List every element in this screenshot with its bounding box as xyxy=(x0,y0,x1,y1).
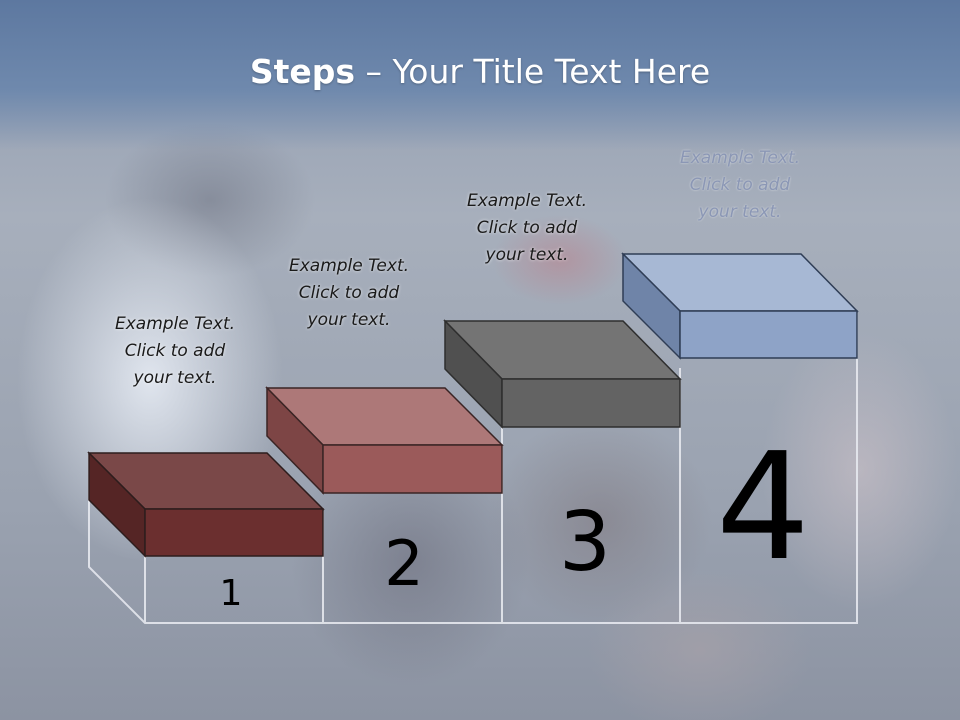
step-2-line-1: Example Text. xyxy=(288,256,410,276)
step-3-line-3: your text. xyxy=(485,245,569,265)
step-2-block[interactable] xyxy=(265,386,504,495)
step-1-line-3: your text. xyxy=(133,368,217,388)
step-4-line-1: Example Text. xyxy=(679,148,801,168)
step-4-text[interactable]: Example Text. Click to add your text. xyxy=(650,145,830,226)
title-bold: Steps xyxy=(249,52,356,91)
step-1-line-2: Click to add xyxy=(124,341,226,361)
step-2-line-3: your text. xyxy=(307,310,391,330)
title-band xyxy=(0,0,960,150)
step-2-line-2: Click to add xyxy=(298,283,400,303)
step-4-front xyxy=(679,310,858,359)
step-1-line-1: Example Text. xyxy=(114,314,236,334)
step-2-text[interactable]: Example Text. Click to add your text. xyxy=(259,253,439,334)
step-4-number: 4 xyxy=(716,421,810,593)
step-1-block[interactable] xyxy=(87,451,325,558)
step-3-line-2: Click to add xyxy=(476,218,578,238)
step-2-front xyxy=(322,444,503,494)
step-4-line-3: your text. xyxy=(698,202,782,222)
step-4-line-2: Click to add xyxy=(689,175,791,195)
title-rest: – Your Title Text Here xyxy=(355,52,711,91)
step-2-number: 2 xyxy=(384,527,423,600)
step-3-front xyxy=(501,378,681,428)
step-1-text[interactable]: Example Text. Click to add your text. xyxy=(85,311,265,392)
step-3-block[interactable] xyxy=(443,319,682,429)
step-3-number: 3 xyxy=(559,495,611,590)
step-3-line-1: Example Text. xyxy=(466,191,588,211)
step-1-front xyxy=(144,508,324,557)
step-3-text[interactable]: Example Text. Click to add your text. xyxy=(437,188,617,269)
step-1-number: 1 xyxy=(220,573,243,614)
step-4-block[interactable] xyxy=(621,252,859,360)
slide-title[interactable]: Steps – Your Title Text Here xyxy=(0,52,960,91)
